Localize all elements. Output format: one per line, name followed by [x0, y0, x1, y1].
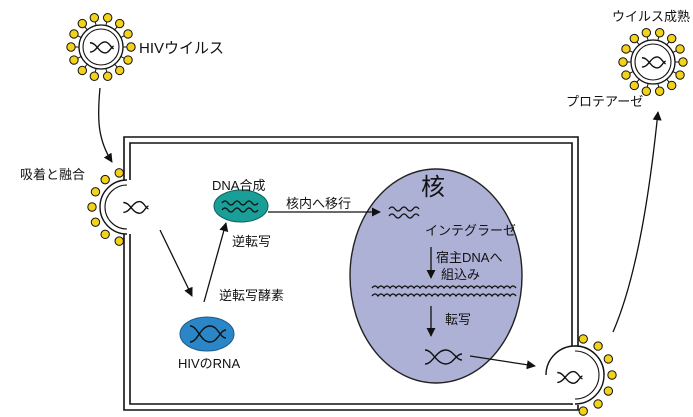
cell-membrane	[123, 136, 579, 411]
viral-dna	[213, 189, 269, 223]
hiv-virus-particle	[66, 13, 136, 81]
budding-virus	[545, 334, 617, 416]
label-dna-synthesis: DNA合成	[212, 178, 266, 193]
dna-in-nucleus	[388, 206, 420, 219]
label-host-dna-integration-1: 宿主DNAへ	[436, 250, 503, 265]
label-nucleus: 核	[421, 174, 445, 201]
label-hiv-rna: HIVのRNA	[178, 356, 241, 371]
transcribed-rna	[424, 349, 463, 365]
host-dna	[371, 285, 517, 298]
hiv-rna	[179, 316, 235, 352]
arrow-exit	[612, 111, 662, 333]
label-reverse-transcription: 逆転写	[232, 234, 272, 249]
label-host-dna-integration-2: 組込み	[441, 267, 481, 282]
arrow-entry	[98, 87, 113, 163]
label-adsorption-fusion: 吸着と融合	[20, 167, 86, 182]
label-reverse-transcriptase: 逆転写酵素	[219, 288, 285, 303]
flow-arrows	[98, 87, 662, 370]
label-nuclear-transfer: 核内へ移行	[286, 196, 352, 211]
arrow-to-rna	[159, 229, 193, 297]
label-transcription: 転写	[445, 312, 472, 327]
nucleus	[349, 168, 523, 384]
mature-virus-particle	[618, 28, 688, 96]
label-virus-maturation: ウイルス成熟	[612, 9, 691, 24]
label-protease: プロテアーゼ	[566, 94, 644, 109]
label-hiv-virus: HIVウイルス	[139, 40, 225, 57]
arrow-reverse-transcription	[203, 222, 229, 303]
fusing-virus	[87, 168, 149, 246]
arrow-to-budding	[469, 355, 536, 370]
label-integrase: インテグラーゼ	[425, 223, 517, 238]
